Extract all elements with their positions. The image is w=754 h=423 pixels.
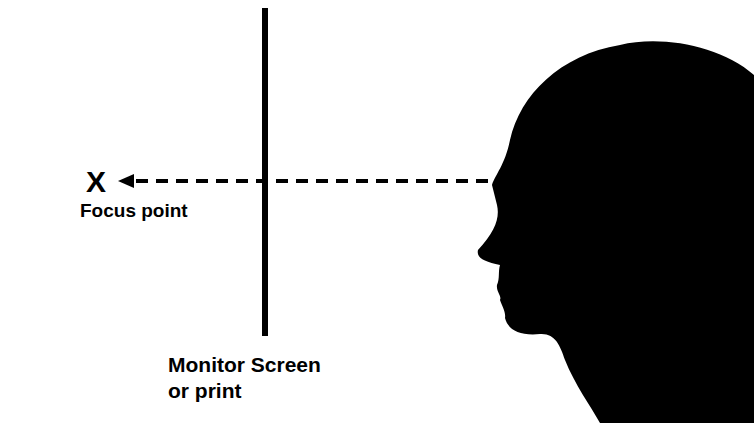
focus-label: Focus point xyxy=(80,199,188,223)
screen-label: Monitor Screen or print xyxy=(168,352,340,405)
head-silhouette xyxy=(478,41,754,423)
arrow-head xyxy=(118,174,134,188)
screen-line xyxy=(262,8,268,336)
sight-line xyxy=(134,179,488,183)
focus-mark: X xyxy=(86,163,106,201)
